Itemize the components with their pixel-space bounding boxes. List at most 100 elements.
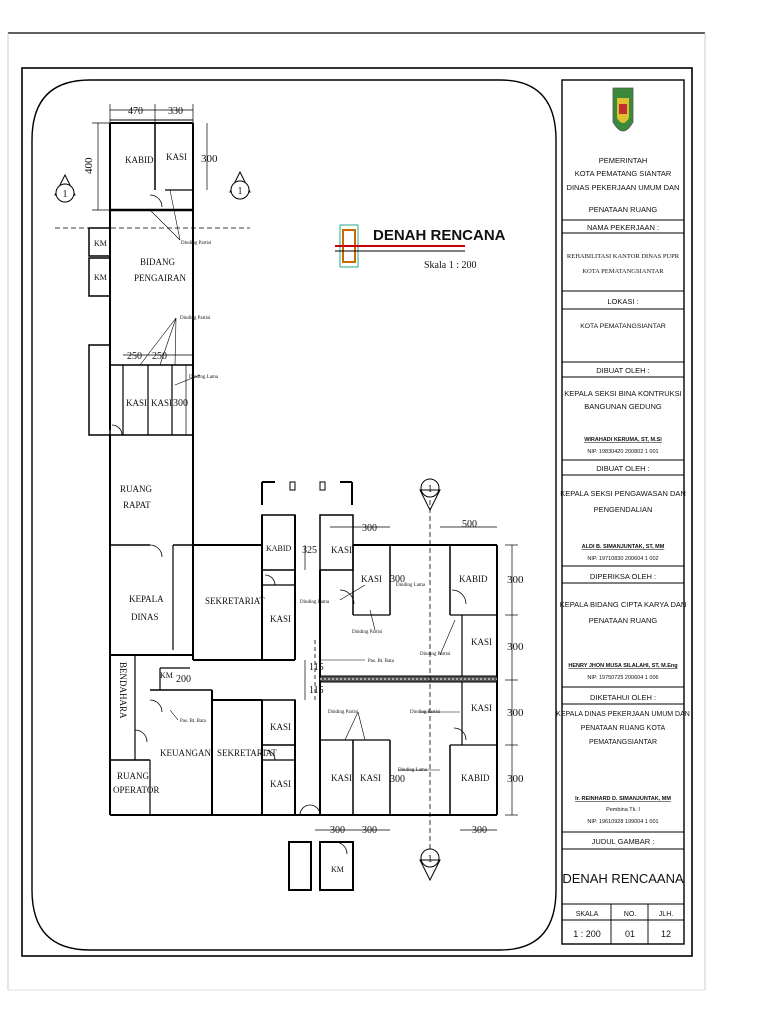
dim-300l: 300: [472, 825, 487, 836]
room-kasi-g: KASI: [361, 574, 382, 584]
diketahui-rank: Pembina Tk. I: [606, 807, 640, 813]
room-bidang-2: PENGAIRAN: [134, 273, 187, 283]
room-kabid-right: KABID: [459, 574, 488, 584]
room-keuangan: KEUANGAN: [160, 748, 211, 758]
diperiksa-label: DIPERIKSA OLEH :: [590, 572, 656, 581]
room-kasi-j: KASI: [331, 773, 352, 783]
diperiksa-nip: NIP. 19750725 200604 1 006: [587, 675, 658, 681]
dimension-labels: 470 330 400 300 250 250 300 200 325 300 …: [83, 106, 524, 836]
dibuat2-role-1: KEPALA SEKSI PENGAWASAN DAN: [560, 489, 686, 498]
room-kepala-1: KEPALA: [129, 594, 164, 604]
dim-325: 325: [302, 545, 317, 556]
skala-value: 1 : 200: [573, 929, 601, 939]
dim-300a: 300: [201, 153, 218, 165]
diketahui-role-3: PEMATANGSIANTAR: [589, 739, 657, 746]
room-kabid-mid: KABID: [266, 544, 292, 553]
dim-115b: 115: [309, 685, 324, 696]
no-value: 01: [625, 929, 635, 939]
room-operator-1: RUANG: [117, 771, 150, 781]
jlh-value: 12: [661, 929, 671, 939]
dibuat1-role-1: KEPALA SEKSI BINA KONTRUKSI: [564, 389, 681, 398]
drawing-title: DENAH RENCANA Skala 1 : 200: [335, 224, 506, 271]
org-line-2: KOTA PEMATANG SIANTAR: [575, 169, 672, 178]
diketahui-name: Ir. REINHARD D. SIMANJUNTAK, MM: [575, 796, 671, 802]
section-marker-b: 1: [229, 170, 251, 200]
drawing-title-text: DENAH RENCANA: [373, 227, 506, 244]
room-operator-2: OPERATOR: [113, 785, 159, 795]
room-kepala-2: DINAS: [131, 612, 159, 622]
annotation-notes: Dinding Partisi Dinding Partisi Dinding …: [180, 241, 451, 773]
dim-300b: 300: [173, 398, 188, 409]
nama-pekerjaan-line-1: REHABILITASI KANTOR DINAS PUPR: [567, 253, 680, 260]
dim-470: 470: [128, 106, 143, 117]
room-bendahara: BENDAHARA: [118, 662, 128, 719]
room-kasi-a: KASI: [126, 398, 147, 408]
lokasi-label: LOKASI :: [607, 297, 638, 306]
diketahui-label: DIKETAHUI OLEH :: [590, 693, 656, 702]
drawing-scale-text: Skala 1 : 200: [424, 260, 477, 271]
section-marker-b-label: 1: [238, 186, 243, 197]
dim-300h: 300: [507, 773, 524, 785]
floor-plan: [55, 119, 498, 891]
no-label: NO.: [624, 911, 637, 918]
note-dinding-partisi-3: Dinding Partisi: [352, 630, 383, 635]
dim-300k: 300: [362, 825, 377, 836]
room-km-bottom: KM: [331, 865, 344, 874]
title-block: PEMERINTAH KOTA PEMATANG SIANTAR DINAS P…: [556, 79, 690, 945]
nama-pekerjaan-line-2: KOTA PEMATANGSIANTAR: [582, 268, 664, 275]
dim-300g: 300: [507, 707, 524, 719]
room-kasi-h: KASI: [471, 637, 492, 647]
lokasi-value: KOTA PEMATANGSIANTAR: [580, 323, 666, 330]
dibuat2-label: DIBUAT OLEH :: [596, 464, 650, 473]
dibuat1-role-2: BANGUNAN GEDUNG: [584, 402, 662, 411]
room-km-1: KM: [94, 239, 107, 248]
diketahui-role-1: KEPALA DINAS PEKERJAAN UMUM DAN: [556, 711, 690, 718]
dim-300j: 300: [330, 825, 345, 836]
dibuat1-label: DIBUAT OLEH :: [596, 366, 650, 375]
note-dinding-lama-2: Dinding Lama: [396, 583, 426, 588]
drawing-area-border: [31, 79, 557, 951]
judul-label: JUDUL GAMBAR :: [592, 837, 655, 846]
room-kasi-f: KASI: [331, 545, 352, 555]
dibuat2-nip: NIP. 19710830 200604 1 002: [587, 556, 658, 562]
note-dinding-partisi-5: Dinding Partisi: [328, 710, 359, 715]
section-marker-c-label: 1: [428, 484, 433, 495]
section-marker-a-label: 1: [63, 189, 68, 200]
dim-200: 200: [176, 674, 191, 685]
room-ruang-rapat-1: RUANG: [120, 484, 153, 494]
dim-300i: 300: [390, 774, 405, 785]
dim-300e: 300: [507, 574, 524, 586]
section-marker-c: 1: [419, 478, 441, 512]
room-sekretariat-2: SEKRETARIAT: [217, 748, 277, 758]
section-marker-d-label: 1: [428, 854, 433, 865]
diperiksa-role-1: KEPALA BIDANG CIPTA KARYA DAN: [560, 600, 687, 609]
org-line-3: DINAS PEKERJAAN UMUM DAN: [567, 183, 680, 192]
dibuat1-name: WIRAHADI KERUMA, ST, M.Si: [584, 437, 662, 443]
dim-300f: 300: [507, 641, 524, 653]
note-pas-bt-bata-1: Pas. Bt. Bata: [368, 659, 395, 664]
room-labels: KABID KASI KM KM BIDANG PENGAIRAN KASI K…: [94, 152, 492, 874]
note-dinding-partisi-6: Dinding Partisi: [410, 710, 441, 715]
dim-400: 400: [83, 157, 95, 174]
room-kasi-e: KASI: [270, 779, 291, 789]
room-kabid-top: KABID: [125, 155, 154, 165]
dibuat1-nip: NIP. 19830420 200802 1 001: [587, 449, 658, 455]
section-marker-a: 1: [54, 173, 76, 203]
room-ruang-rapat-2: RAPAT: [123, 500, 151, 510]
diperiksa-name: HENRY JHON MUSA SILALAHI, ST, M.Eng: [568, 663, 677, 669]
nama-pekerjaan-label: NAMA PEKERJAAN :: [587, 223, 659, 232]
dim-250a: 250: [127, 351, 142, 362]
jlh-label: JLH.: [659, 911, 673, 918]
dim-115a: 115: [309, 662, 324, 673]
skala-label: SKALA: [576, 911, 599, 918]
dibuat2-role-2: PENGENDALIAN: [594, 505, 653, 514]
sheet-frame: [21, 67, 693, 957]
room-kabid-bottom: KABID: [461, 773, 490, 783]
dibuat2-name: ALDI B. SIMANJUNTAK, ST, MM: [582, 544, 665, 550]
dim-500: 500: [462, 519, 477, 530]
judul-value: DENAH RENCAANA: [562, 871, 684, 886]
room-kasi-d: KASI: [270, 722, 291, 732]
dim-300d: 300: [390, 574, 405, 585]
note-dinding-lama-4: Dinding Lama: [398, 768, 428, 773]
diketahui-nip: NIP. 19610928 199004 1 001: [587, 819, 658, 825]
